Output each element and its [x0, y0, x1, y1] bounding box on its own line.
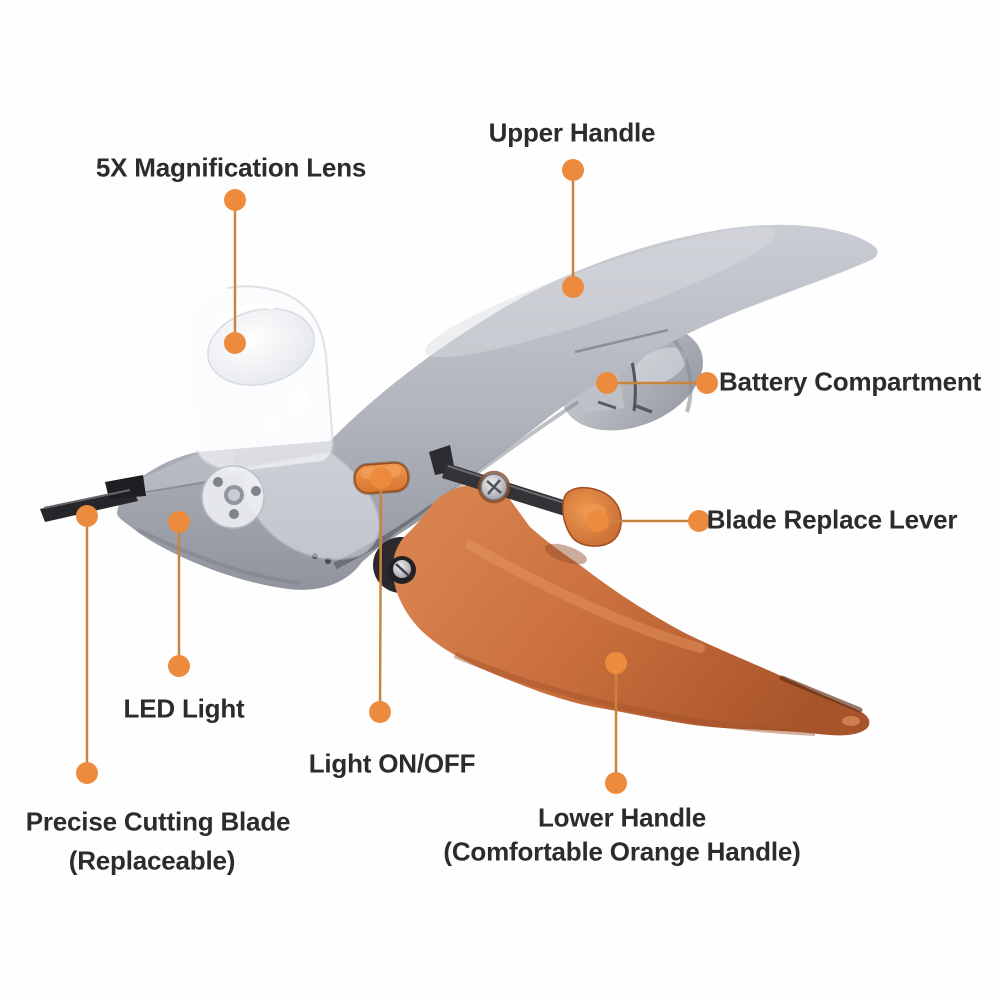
jaw-shadow-band	[333, 503, 437, 570]
lower-handle-surface	[392, 484, 870, 736]
callout-dot	[605, 652, 627, 674]
callout-dot	[224, 189, 246, 211]
callout-dot	[688, 510, 710, 532]
lower-handle-shape	[373, 484, 870, 736]
battery-edge-shade	[672, 338, 693, 413]
callout-lines	[85, 170, 707, 783]
callout-dot	[587, 510, 609, 532]
replace-bar	[442, 463, 589, 522]
lens-glint	[215, 303, 275, 328]
label-magnification-lens: 5X Magnification Lens	[95, 152, 367, 183]
lens-housing-highlight	[186, 286, 228, 451]
label-battery-compartment: Battery Compartment	[718, 366, 982, 397]
callout-dot	[76, 505, 98, 527]
head-bottom-shade	[137, 528, 301, 585]
callout-dot	[605, 772, 627, 794]
underside-slot	[635, 404, 653, 414]
lens-sparkle	[262, 414, 278, 434]
callout-dots	[76, 159, 718, 794]
dial-center-boss	[228, 489, 240, 501]
dial-hole	[251, 486, 261, 496]
dial-hole	[213, 477, 223, 487]
handle-bottom-shade	[453, 652, 816, 736]
lever-shadow	[544, 543, 588, 565]
callout-line-on-off	[378, 477, 383, 713]
tip-highlight	[842, 716, 860, 726]
callout-dot	[168, 511, 190, 533]
callout-dot	[76, 762, 98, 784]
callout-dot	[562, 276, 584, 298]
callout-dot	[224, 332, 246, 354]
callout-dot	[168, 655, 190, 677]
callout-dot	[370, 467, 392, 489]
label-lower-handle-line1: Lower Handle	[537, 802, 707, 833]
battery-highlight	[633, 347, 687, 385]
callout-dot	[562, 159, 584, 181]
label-cutting-blade-line1: Precise Cutting Blade	[25, 806, 291, 837]
blade-replace-mechanism	[429, 445, 622, 547]
pivot-dial-shape	[201, 465, 265, 529]
battery-junction-seam	[574, 328, 669, 354]
handle-highlight	[465, 540, 705, 653]
label-cutting-blade-line2: (Replaceable)	[68, 845, 236, 876]
magnification-lens-shape	[186, 285, 380, 560]
pivot-screw-slot	[395, 563, 410, 577]
callout-dot	[696, 372, 718, 394]
blade-step	[105, 475, 146, 499]
lens-sparkle	[288, 386, 308, 414]
callout-dot	[596, 372, 618, 394]
label-led-light: LED Light	[123, 693, 245, 724]
blade-sheen	[43, 489, 131, 509]
dial-hole	[229, 509, 239, 519]
callout-dot	[369, 701, 391, 723]
label-light-on-off: Light ON/OFF	[308, 748, 476, 779]
label-blade-replace-lever: Blade Replace Lever	[706, 504, 958, 535]
label-lower-handle-line2: (Comfortable Orange Handle)	[443, 836, 801, 867]
battery-seam-small	[597, 400, 617, 410]
handle-sheen	[424, 226, 776, 358]
screw-cross-slot	[486, 479, 502, 495]
tip-shadow-edge	[779, 675, 863, 713]
screw-recess	[477, 470, 511, 504]
label-upper-handle: Upper Handle	[488, 117, 656, 148]
